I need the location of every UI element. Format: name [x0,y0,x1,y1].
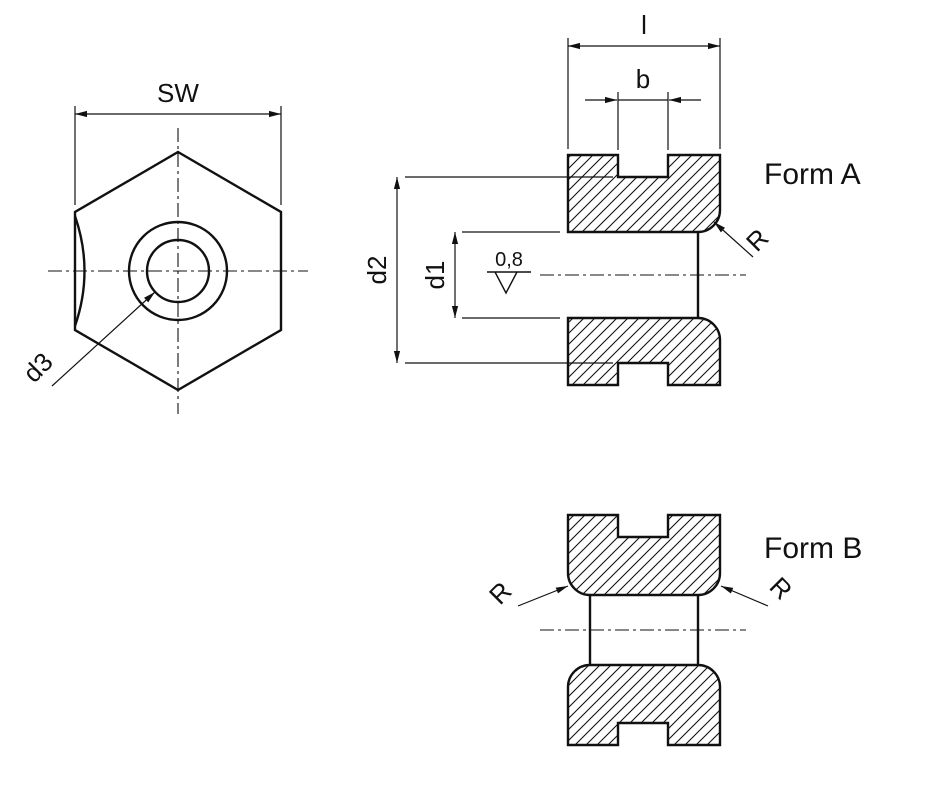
section-upper-half [566,513,722,597]
radius-leader-right: R [720,571,798,607]
form-b-title: Form B [764,532,862,565]
surface-finish-symbol: 0,8 [487,249,531,295]
leader-line [517,585,569,607]
roughness-value: 0,8 [495,249,523,271]
dim-d2-label: d2 [362,256,392,285]
chamfer-arc [73,215,86,327]
dimension-d1: d1 [420,231,560,319]
dimension-b: b [585,64,701,150]
leader-line [713,221,754,258]
radius-label: R [764,571,798,605]
dimension-sw: SW [74,78,282,205]
dim-b-label: b [636,64,650,94]
dimension-d2: d2 [362,176,613,364]
hex-outline [73,150,283,392]
radius-leader-left: R [483,576,569,610]
section-lower-half [566,663,722,747]
hex-front-view: SW d3 [17,78,308,414]
section-lower-half [566,316,722,387]
section-form-a: l b d2 d1 0,8 [362,10,861,387]
form-a-title: Form A [764,158,861,191]
section-form-b: R R Form B [483,513,862,747]
radius-label: R [740,223,774,257]
radius-leader-form-a: R [713,221,775,258]
section-upper-half [566,153,722,234]
roughness-check-icon [487,271,531,295]
dim-l-label: l [641,10,647,40]
bore-circle [145,238,211,304]
leader-line [51,291,156,387]
dimension-l: l [567,10,721,149]
radius-label: R [483,576,517,610]
dim-d1-label: d1 [420,261,450,290]
dim-sw-label: SW [157,78,199,108]
leader-d3: d3 [17,291,156,389]
leader-d3-label: d3 [17,347,59,389]
leader-line [720,585,769,607]
outer-circle [127,220,229,322]
